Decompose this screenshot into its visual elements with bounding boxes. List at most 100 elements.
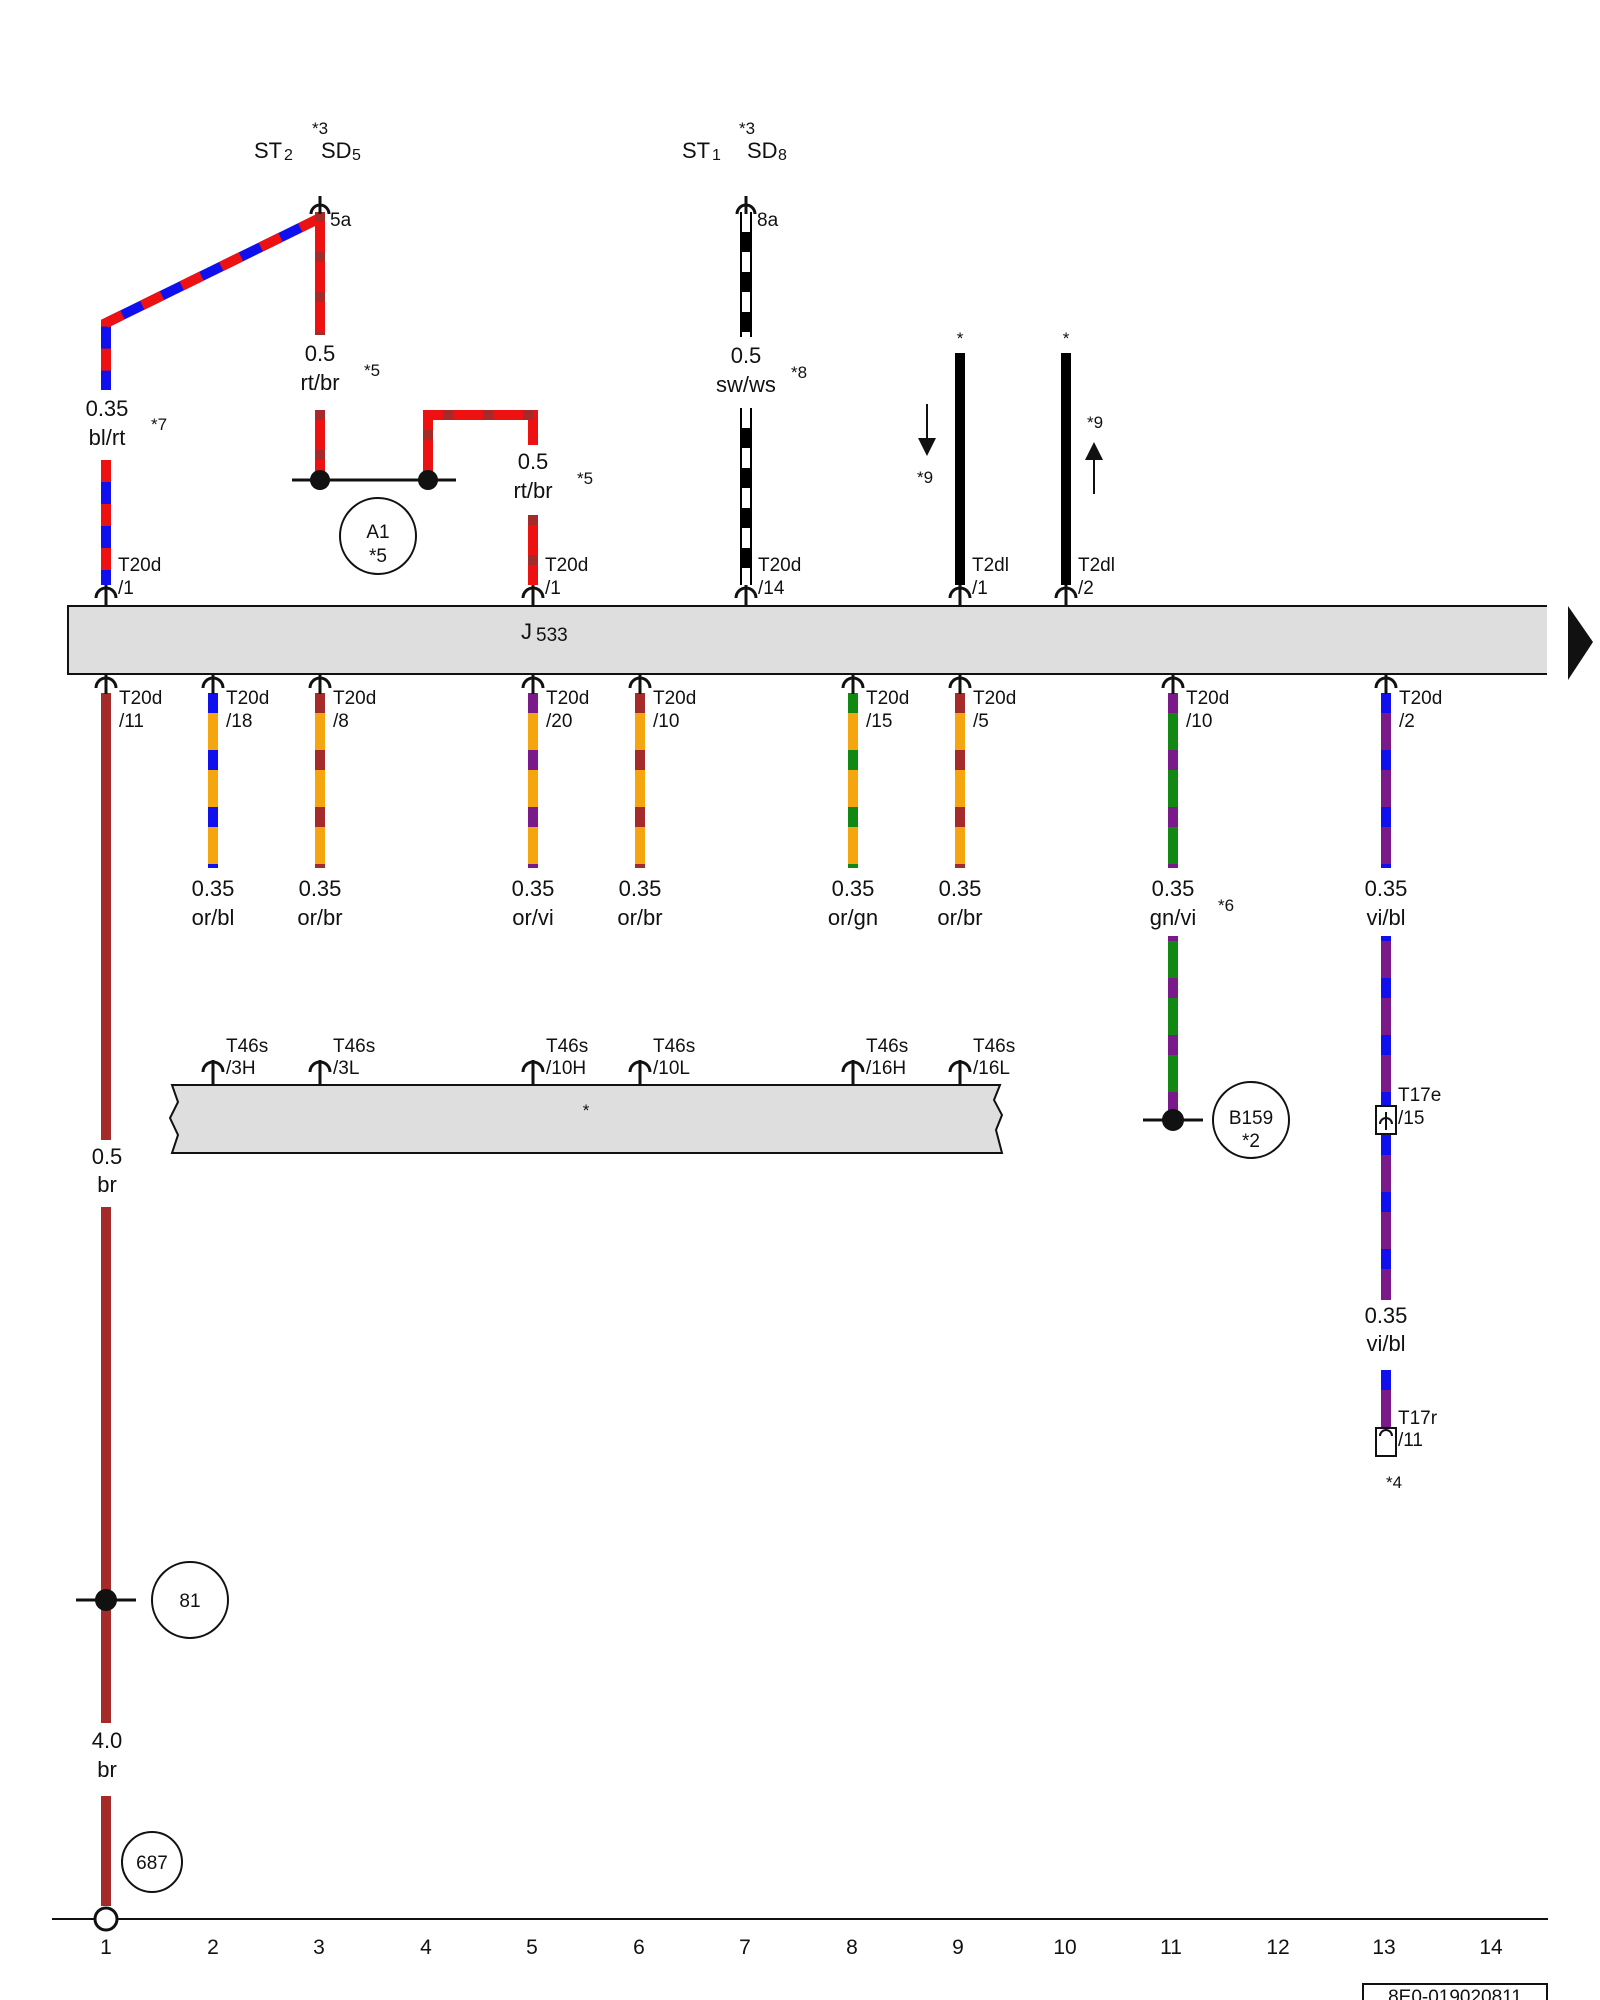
connector-t2dl-2-icon — [1054, 585, 1078, 606]
footnote-label: *4 — [1386, 1473, 1402, 1492]
wire-labels-bottom: 0.5 br 0.35 or/bl 0.35 or/br 0.35 or/vi … — [92, 876, 1408, 1197]
svg-text:4: 4 — [420, 1936, 432, 1959]
splice-a1-note: *5 — [369, 546, 387, 567]
ground-bus-line — [52, 1906, 1548, 1932]
grid-numbers: 1 2 3 4 5 6 7 8 9 10 11 12 13 14 — [100, 1936, 1503, 1959]
svg-text:T20d: T20d — [546, 688, 589, 709]
svg-text:/10H: /10H — [546, 1058, 586, 1079]
wire-color-label: or/br — [937, 905, 982, 930]
control-unit-sub: 533 — [536, 625, 568, 646]
wire-color-label: or/br — [297, 905, 342, 930]
pin-label: 5a — [330, 210, 352, 231]
connector-8a-icon — [735, 196, 757, 215]
bus-component-box — [168, 1084, 1004, 1154]
st1-sd8-label: ST 1 SD 8 *3 — [682, 119, 787, 164]
svg-text:T46s: T46s — [653, 1036, 695, 1057]
wire-gauge-label: 0.35 — [832, 876, 875, 901]
wire-color-label: rt/br — [300, 370, 339, 395]
svg-text:/2: /2 — [1399, 711, 1415, 732]
connector-t20d-1b-icon — [521, 585, 545, 606]
connector-t2dl-1-icon — [948, 585, 972, 606]
document-code-box — [1362, 1983, 1548, 2000]
svg-text:T20d: T20d — [1186, 688, 1229, 709]
connector-label: T20d — [545, 555, 588, 576]
svg-text:/3L: /3L — [333, 1058, 359, 1079]
ground-687-label: 687 — [136, 1853, 168, 1874]
svg-text:T20d: T20d — [119, 688, 162, 709]
footnote-label: *6 — [1218, 896, 1234, 915]
splice-a1 — [292, 410, 538, 575]
footnote-label: *9 — [1087, 413, 1103, 432]
wire-gauge-label: 4.0 — [92, 1728, 123, 1753]
pin-label: /1 — [545, 578, 561, 599]
svg-text:T46s: T46s — [226, 1036, 268, 1057]
pin-label: /14 — [758, 578, 785, 599]
wire-bl-rt — [101, 213, 323, 585]
svg-text:1: 1 — [100, 1936, 112, 1959]
svg-text:11: 11 — [1160, 1936, 1182, 1959]
document-code: 8E0-019020811 — [1388, 1987, 1522, 2000]
connectors-t46s — [201, 1060, 972, 1084]
bus-box-label: * — [583, 1101, 590, 1120]
svg-text:12: 12 — [1266, 1936, 1289, 1959]
svg-text:/10: /10 — [1186, 711, 1212, 732]
wire-gauge-label: 0.35 — [1365, 1303, 1408, 1328]
footnote-label: *7 — [151, 415, 167, 434]
svg-text:/10L: /10L — [653, 1058, 690, 1079]
wire-color-label: gn/vi — [1150, 905, 1196, 930]
svg-text:6: 6 — [633, 1936, 645, 1959]
svg-text:9: 9 — [952, 1936, 964, 1959]
svg-text:1: 1 — [712, 147, 721, 164]
connector-label: T20d — [118, 555, 161, 576]
connector-label: T2dl — [1078, 555, 1115, 576]
svg-text:14: 14 — [1479, 1936, 1503, 1959]
pin-label: 8a — [757, 210, 779, 231]
connector-t20d-14-icon — [734, 585, 758, 606]
wire-gauge-label: 0.5 — [518, 449, 549, 474]
footnote-label: *9 — [917, 468, 933, 487]
svg-text:7: 7 — [739, 1936, 751, 1959]
svg-text:T46s: T46s — [866, 1036, 908, 1057]
b159-note: *2 — [1242, 1131, 1260, 1152]
wire-color-label: or/gn — [828, 905, 878, 930]
svg-text:ST: ST — [254, 138, 282, 163]
wire-gauge-label: 0.35 — [939, 876, 982, 901]
svg-text:/16L: /16L — [973, 1058, 1010, 1079]
svg-text:8: 8 — [846, 1936, 858, 1959]
svg-text:T20d: T20d — [653, 688, 696, 709]
ground-point-687 — [121, 1831, 183, 1893]
wire-gauge-label: 0.35 — [299, 876, 342, 901]
b159-label: B159 — [1229, 1108, 1273, 1129]
wire-color-label: bl/rt — [89, 425, 126, 450]
svg-text:ST: ST — [682, 138, 710, 163]
wire-gauge-label: 0.35 — [86, 396, 129, 421]
footnote-label: * — [1063, 329, 1070, 348]
ground-81-label: 81 — [179, 1591, 200, 1612]
wire-gauge-label: 0.35 — [619, 876, 662, 901]
svg-text:T46s: T46s — [333, 1036, 375, 1057]
pin-label: /15 — [1398, 1108, 1424, 1129]
svg-text:/8: /8 — [333, 711, 349, 732]
svg-text:2: 2 — [284, 147, 293, 164]
svg-text:T20d: T20d — [973, 688, 1016, 709]
wire-color-label: vi/bl — [1366, 1331, 1405, 1356]
svg-text:13: 13 — [1372, 1936, 1395, 1959]
pin-label: /2 — [1078, 578, 1094, 599]
svg-text:/11: /11 — [119, 711, 144, 732]
svg-text:/16H: /16H — [866, 1058, 906, 1079]
wire-color-label: sw/ws — [716, 372, 776, 397]
svg-text:T20d: T20d — [1399, 688, 1442, 709]
svg-text:SD: SD — [747, 138, 778, 163]
connector-label: T2dl — [972, 555, 1009, 576]
wire-color-label: rt/br — [513, 478, 552, 503]
wire-color-label: br — [97, 1172, 117, 1197]
svg-text:T20d: T20d — [226, 688, 269, 709]
wire-color-label: or/bl — [192, 905, 235, 930]
wire-gauge-label: 0.35 — [1152, 876, 1195, 901]
connector-labels-bottom: T20d /11 T20d /18 T20d /8 T20d /20 T20d … — [119, 688, 1442, 732]
connector-label: T17r — [1398, 1408, 1438, 1429]
connector-labels-t46s: T46s /3H T46s /3L T46s /10H T46s /10L T4… — [226, 1036, 1015, 1079]
label-background — [180, 868, 1425, 936]
connectors-t20d-bottom — [94, 674, 1398, 694]
svg-text:10: 10 — [1053, 1936, 1076, 1959]
